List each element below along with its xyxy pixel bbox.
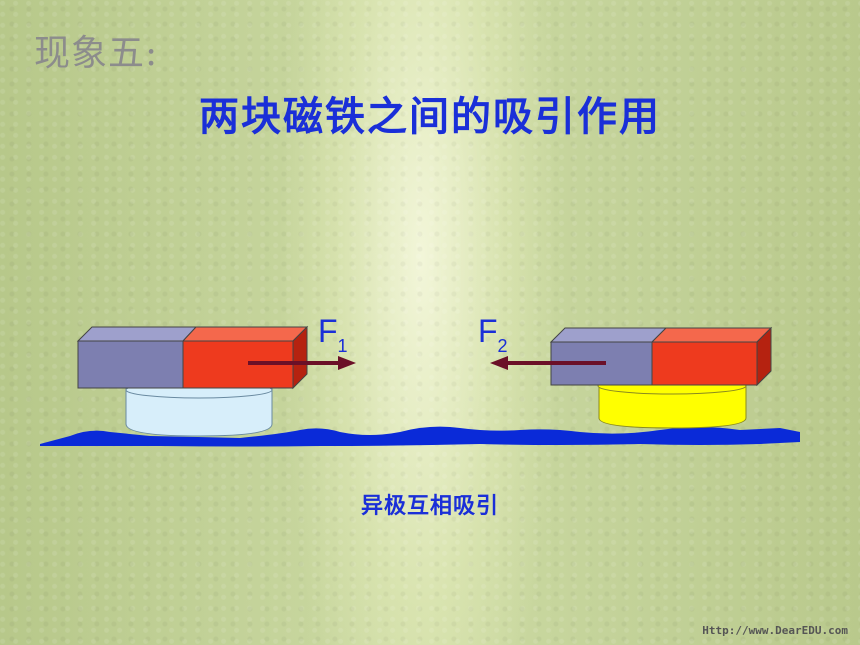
force-label-f1: F1 [318,313,348,356]
left-magnet [76,325,309,390]
slide-title: 两块磁铁之间的吸引作用 [199,94,661,140]
attraction-caption: 异极互相吸引 [360,494,499,519]
left-magnet-base [125,381,273,437]
footer-url: Http://www.DearEDU.com [702,624,848,637]
force-arrow-f1 [248,356,356,370]
table-surface [40,426,800,447]
force-label-f2: F2 [478,313,508,356]
phenomenon-heading: 现象五: [34,33,159,74]
right-magnet [549,326,773,387]
force-arrow-f2 [490,356,606,370]
